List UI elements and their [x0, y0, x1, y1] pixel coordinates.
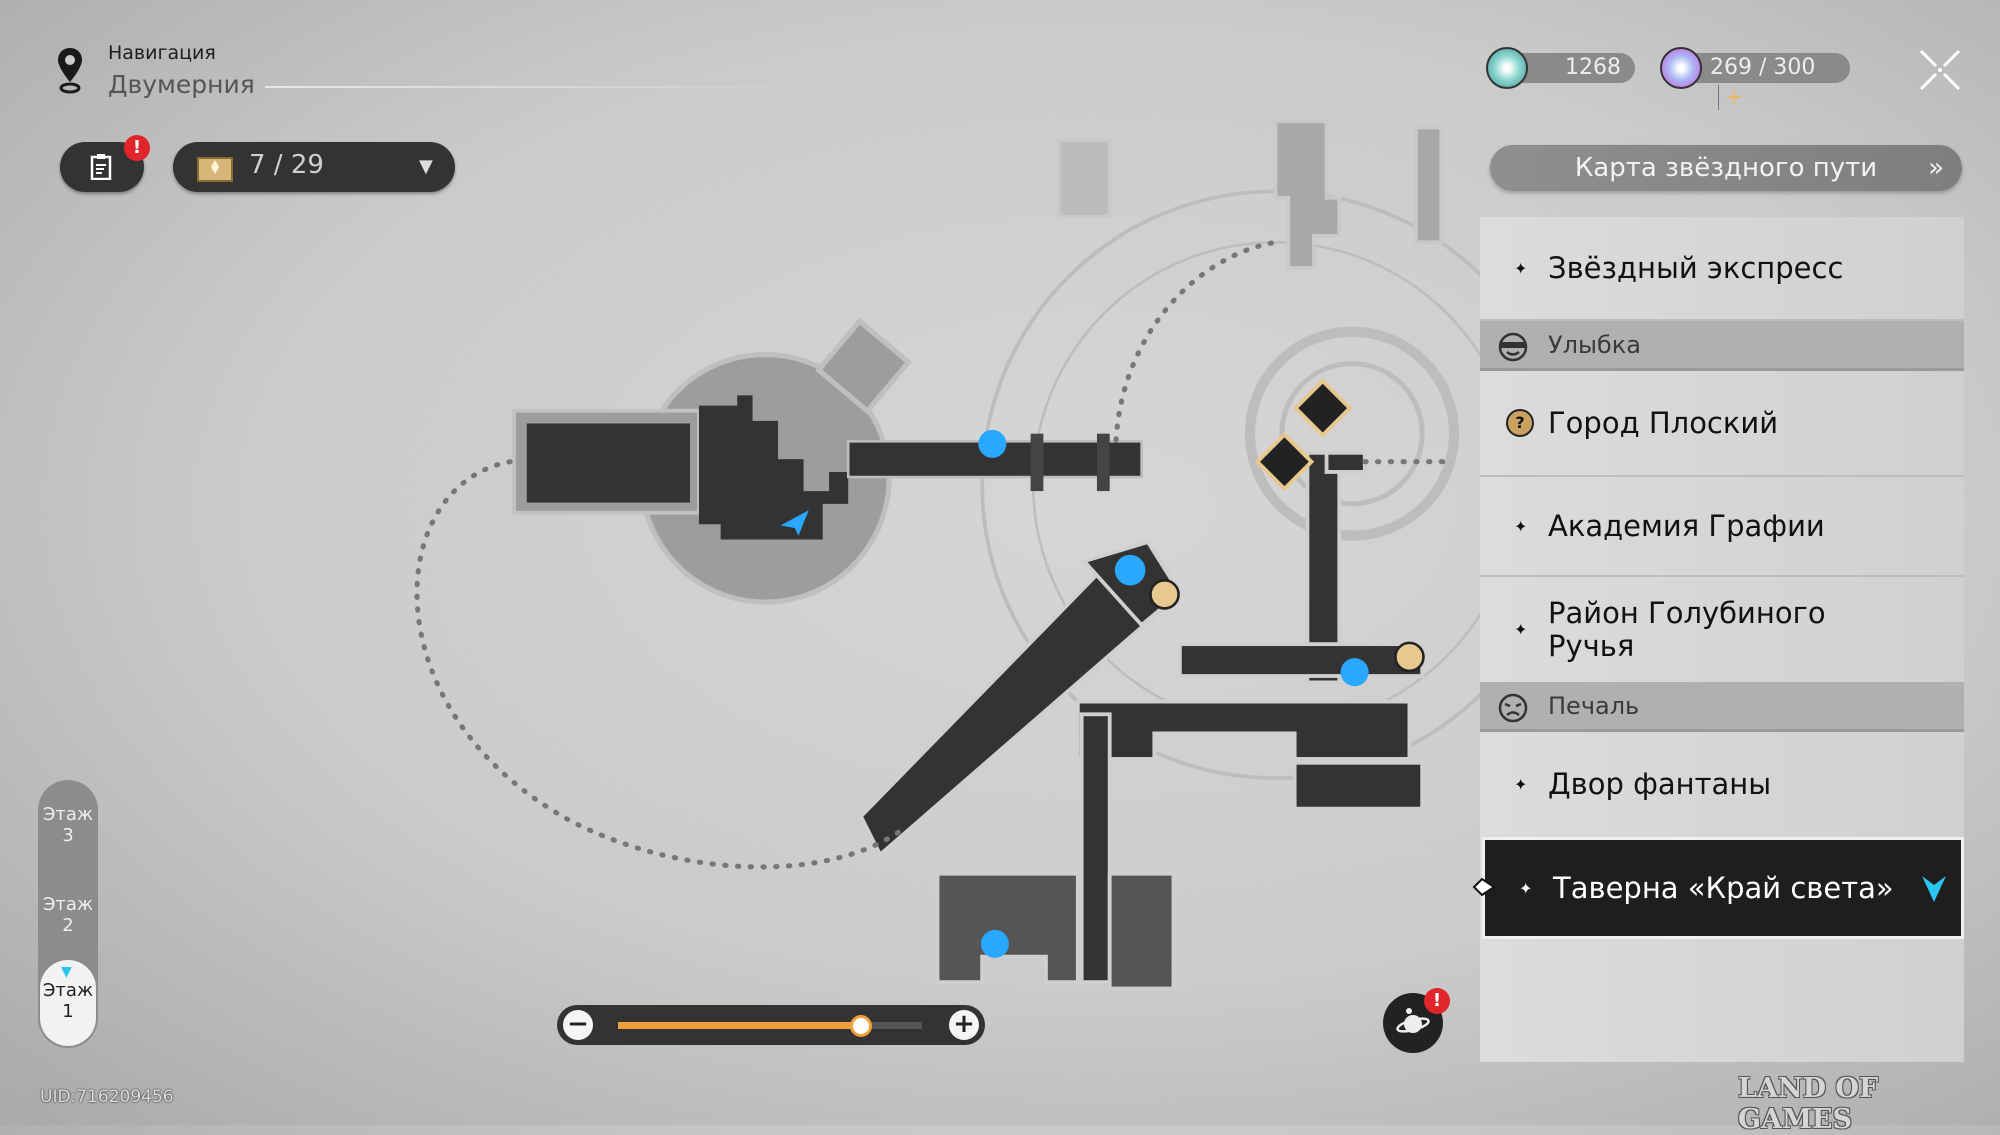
- map-east-wing: [858, 450, 1425, 991]
- star-map-button[interactable]: Карта звёздного пути »: [1490, 145, 1962, 191]
- category-label: Улыбка: [1548, 330, 1641, 359]
- list-item-label: Город Плоский: [1548, 406, 1779, 440]
- clipboard-icon: [90, 154, 112, 180]
- user-id: UID:716209456: [40, 1087, 174, 1107]
- list-item-label: Район Голубиного Ручья: [1548, 595, 1826, 663]
- divider: [265, 86, 835, 88]
- navigation-title: Навигация: [108, 42, 216, 64]
- zoom-slider[interactable]: [618, 1015, 922, 1037]
- zoom-slider-handle[interactable]: [850, 1015, 873, 1037]
- list-item-star-express[interactable]: ✦ Звёздный экспресс: [1480, 217, 1964, 321]
- star-map-label: Карта звёздного пути: [1574, 153, 1878, 183]
- trailblaze-power-value: 269 / 300: [1710, 55, 1816, 80]
- star-bullet-icon: ✦: [1514, 516, 1528, 536]
- star-bullet-icon: ✦: [1514, 258, 1528, 278]
- current-location-marker-icon: [1922, 876, 1946, 902]
- list-item-fountain-yard[interactable]: ✦ Двор фантаны: [1480, 732, 1964, 836]
- selection-pointer-icon: [1472, 877, 1496, 897]
- trailblaze-power-icon: [1660, 47, 1702, 89]
- list-item-tavern-selected[interactable]: ✦ Таверна «Край света»: [1482, 837, 1964, 939]
- list-item-label: Академия Графии: [1548, 509, 1825, 543]
- list-item-dove-creek[interactable]: ✦ Район Голубиного Ручья: [1480, 577, 1964, 682]
- category-label: Печаль: [1548, 691, 1640, 720]
- category-smile: Улыбка: [1480, 321, 1964, 371]
- dropdown-arrow-icon: ▼: [419, 156, 433, 177]
- player-arrow-icon: [780, 510, 809, 536]
- list-item-academy[interactable]: ✦ Академия Графии: [1480, 477, 1964, 577]
- zoom-out-button[interactable]: −: [563, 1010, 593, 1040]
- list-item-label: Двор фантаны: [1548, 767, 1772, 801]
- map-marker-icon[interactable]: [1149, 378, 1425, 673]
- treasure-chest-icon: [197, 157, 233, 182]
- watermark: LAND OF GAMES: [1738, 1073, 1879, 1135]
- zoom-in-button[interactable]: +: [949, 1010, 979, 1040]
- current-floor-marker-icon: ▼: [61, 964, 72, 980]
- sad-mask-icon: [1498, 693, 1528, 723]
- zoom-slider-fill: [618, 1022, 862, 1029]
- teleport-icon[interactable]: [978, 429, 1369, 958]
- double-chevron-icon: »: [1928, 153, 1944, 183]
- category-sorrow: Печаль: [1480, 682, 1964, 732]
- star-bullet-icon: ✦: [1514, 774, 1528, 794]
- zoom-control: − +: [557, 1005, 985, 1045]
- close-icon[interactable]: [1918, 48, 1962, 92]
- list-item-label: Звёздный экспресс: [1548, 251, 1844, 285]
- floor-number: 3: [62, 825, 74, 846]
- location-name: Двумерния: [108, 70, 255, 99]
- map-dotted-paths: [414, 239, 1457, 870]
- list-item-flat-city[interactable]: ? Город Плоский: [1480, 371, 1964, 477]
- floor-label: Этаж: [42, 804, 94, 825]
- floor-label: Этаж: [42, 894, 94, 915]
- quest-marker-icon: ?: [1506, 409, 1534, 437]
- navigation-pin-icon: [56, 46, 84, 94]
- map-west-wing: [512, 317, 1143, 605]
- star-bullet-icon: ✦: [1519, 878, 1533, 898]
- stellar-jade-icon: [1486, 47, 1528, 89]
- add-power-button[interactable]: +: [1718, 85, 1744, 110]
- smile-mask-icon: [1498, 332, 1528, 362]
- star-bullet-icon: ✦: [1514, 620, 1528, 639]
- floor-number: 2: [62, 915, 74, 936]
- planet-icon: [1396, 1008, 1430, 1033]
- list-item-label: Таверна «Край света»: [1553, 871, 1894, 905]
- chest-count: 7 / 29: [249, 150, 324, 180]
- guide-alert-badge: !: [1424, 988, 1450, 1014]
- quest-alert-badge: !: [124, 135, 150, 161]
- map-upper-building: [1056, 119, 1444, 270]
- floor-number: 1: [62, 1001, 74, 1022]
- floor-label: Этаж: [42, 980, 94, 1001]
- chest-counter-dropdown[interactable]: 7 / 29 ▼: [173, 142, 455, 192]
